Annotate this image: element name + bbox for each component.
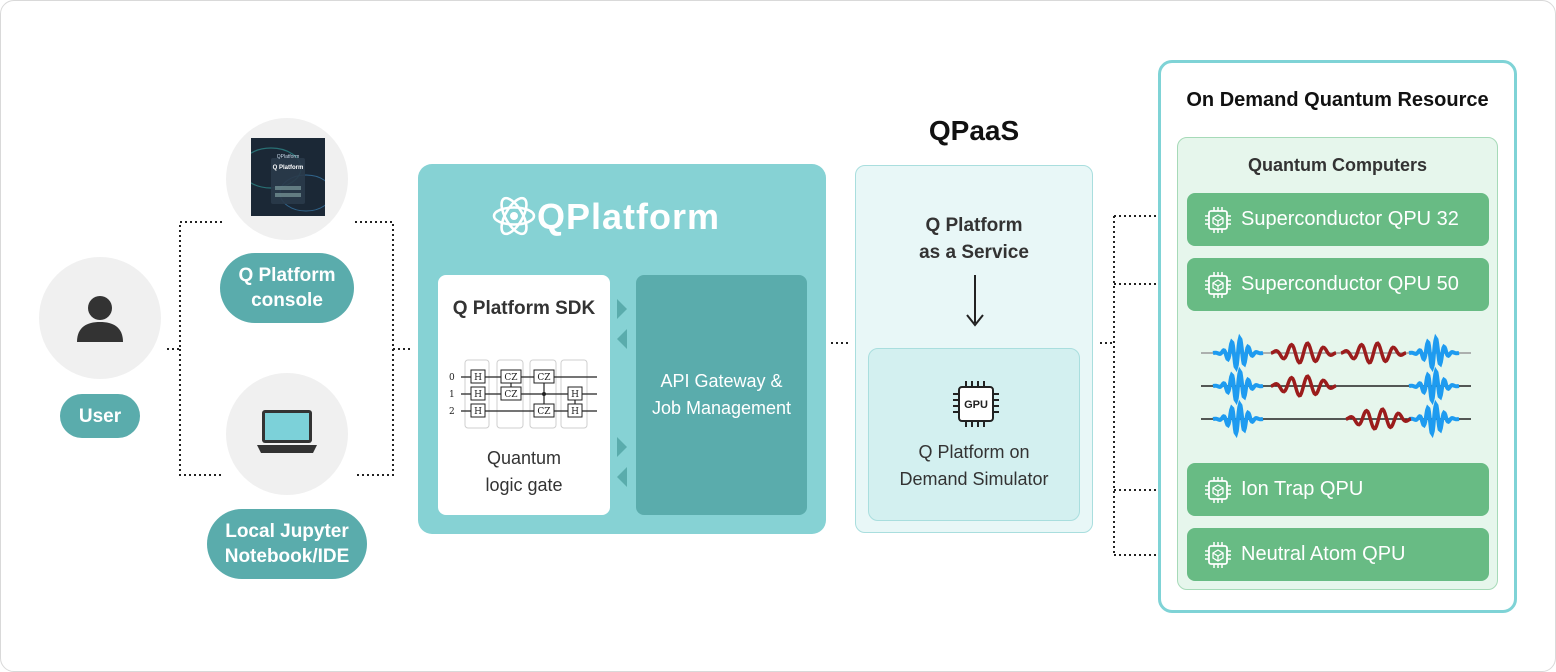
blue-gaussian-pulse (1408, 366, 1460, 406)
laptop-icon (257, 410, 317, 453)
resource-title: On Demand Quantum Resource (1186, 89, 1489, 111)
console-screen-small-text: QPlatform (276, 154, 300, 160)
qpu-label: Superconductor QPU 32 (1241, 208, 1459, 230)
qpu-label: Superconductor QPU 50 (1241, 273, 1459, 295)
qpu-superconductor-50: Superconductor QPU 50 (1187, 258, 1489, 311)
gate-h-2: H (474, 407, 482, 417)
sdk-title: Q Platform SDK (452, 298, 596, 319)
qpu-superconductor-32: Superconductor QPU 32 (1187, 193, 1489, 246)
quantum-circuit: 0 1 2 H H H CZ CZ CZ CZ H H (449, 359, 597, 429)
qpu-chip-icon (1205, 541, 1231, 568)
arrow-left-icon (617, 329, 627, 349)
arrow-left-icon-2 (617, 467, 627, 487)
connector-clients-bracket (355, 221, 394, 476)
arrow-right-icon-2 (617, 437, 627, 457)
gate-cz-0: CZ (504, 373, 517, 383)
quantum-computers-title: Quantum Computers (1247, 155, 1427, 175)
gate-h-3: H (571, 390, 579, 400)
pulse-sequence-illustration (1201, 333, 1471, 439)
down-arrow-icon (966, 275, 984, 327)
blue-gaussian-pulse (1408, 399, 1460, 439)
arrow-right-icon (617, 299, 627, 319)
blue-gaussian-pulse (1408, 333, 1460, 373)
console-label: Q Platform console (220, 253, 354, 323)
simulator-label: Q Platform on Demand Simulator (899, 442, 1049, 489)
qpaas-heading: QPaaS (928, 115, 1020, 146)
qpu-label: Neutral Atom QPU (1241, 543, 1406, 565)
connector-user-ide (179, 349, 223, 476)
user-label: User (60, 394, 140, 438)
qubit-label-1: 1 (449, 390, 455, 400)
qpu-chip-icon (1205, 476, 1231, 503)
red-drive-pulse (1345, 407, 1412, 431)
platform-logo-text: QPlatform (537, 196, 721, 237)
gate-h-0: H (474, 373, 482, 383)
console-screenshot: QPlatform Q Platform (251, 138, 325, 216)
blue-gaussian-pulse (1212, 366, 1264, 406)
simulator-panel (868, 348, 1080, 521)
gpu-chip-icon: GPU (953, 381, 999, 427)
qubit-label-0: 0 (449, 373, 455, 383)
api-gateway-card: API Gateway & Job Management (636, 275, 807, 515)
gate-h-1: H (474, 390, 482, 400)
gate-cz-1: CZ (504, 390, 517, 400)
qubit-label-2: 2 (449, 407, 455, 417)
gate-cz-2: CZ (537, 373, 550, 383)
ide-label: Local Jupyter Notebook/IDE (207, 509, 367, 579)
sdk-caption: Quantum logic gate (485, 448, 563, 495)
user-icon (77, 296, 123, 342)
qpu-ion-trap: Ion Trap QPU (1187, 463, 1489, 516)
console-screen-brand-text: Q Platform (272, 165, 304, 171)
gate-cz-3: CZ (537, 407, 550, 417)
sdk-gateway-arrows (617, 299, 627, 487)
red-drive-pulse (1270, 374, 1337, 398)
atom-logo-icon (492, 196, 536, 236)
red-drive-pulse (1340, 341, 1407, 365)
qpu-label: Ion Trap QPU (1241, 478, 1364, 500)
qpu-chip-icon (1205, 271, 1231, 298)
gate-h-4: H (571, 407, 579, 417)
blue-gaussian-pulse (1212, 333, 1264, 373)
qpu-chip-icon (1205, 206, 1231, 233)
red-drive-pulse (1270, 341, 1337, 365)
qpaas-service-label: Q Platform as a Service (919, 215, 1029, 263)
connector-user-console (167, 221, 223, 350)
qpu-neutral-atom: Neutral Atom QPU (1187, 528, 1489, 581)
blue-gaussian-pulse (1212, 399, 1264, 439)
gpu-chip-label: GPU (964, 399, 988, 411)
